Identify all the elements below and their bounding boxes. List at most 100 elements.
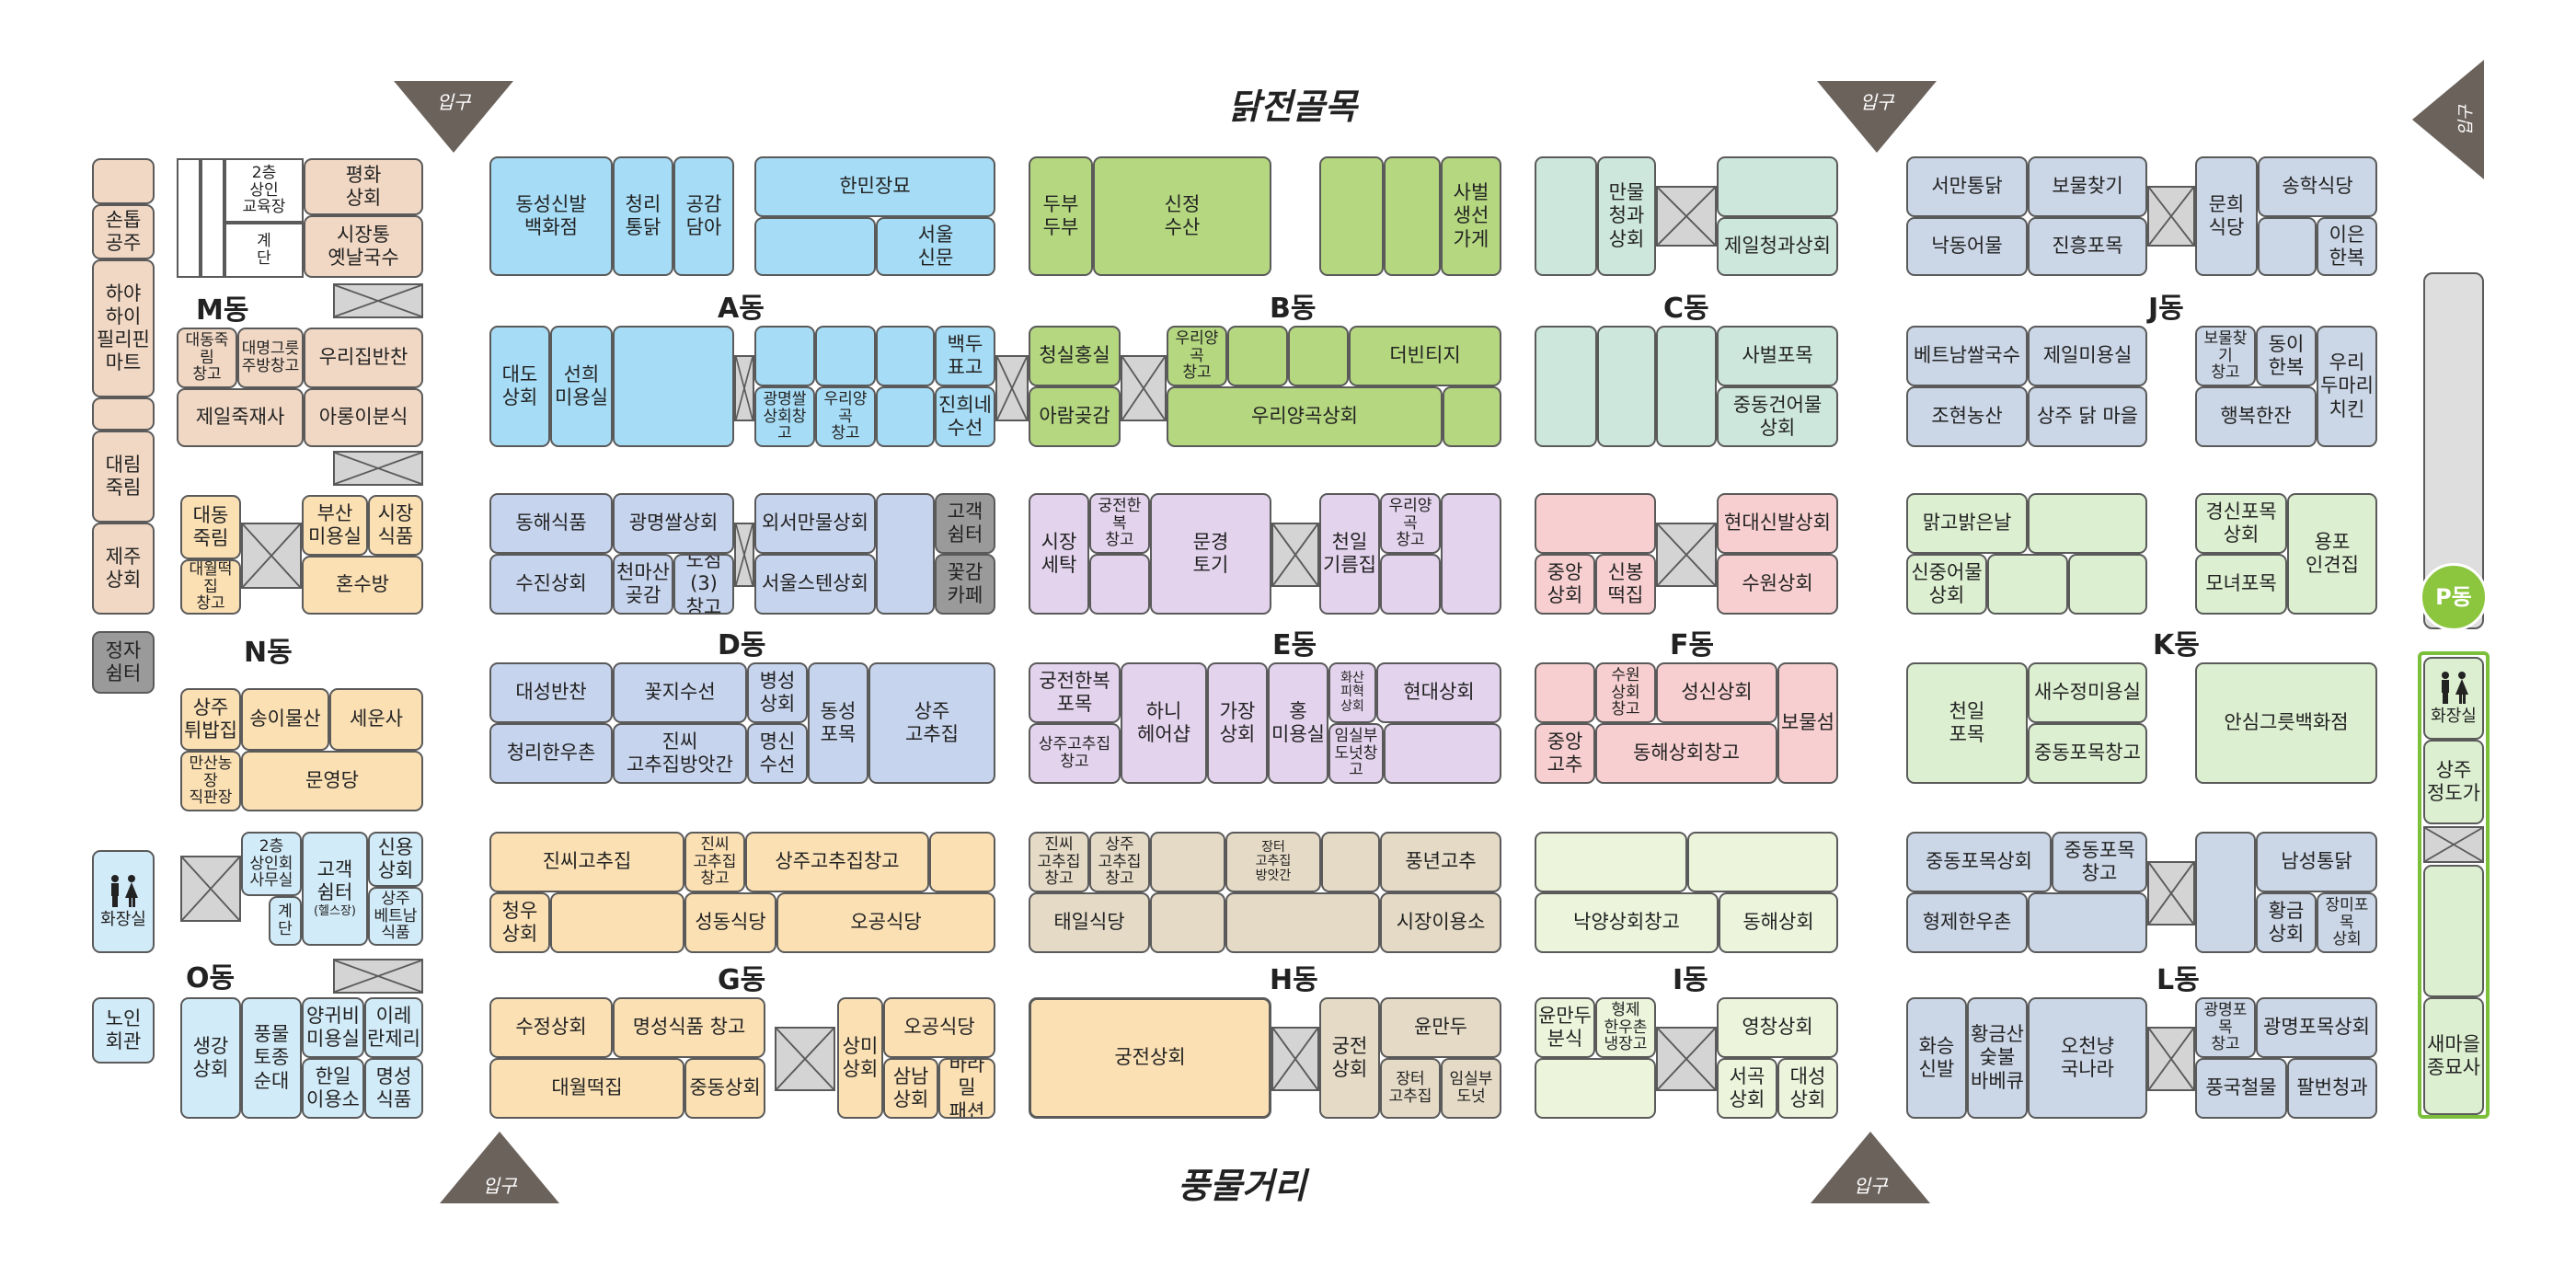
store[interactable]: 이레 란제리 bbox=[364, 997, 423, 1058]
store[interactable]: 우리양곡상회 bbox=[1167, 386, 1443, 447]
store[interactable] bbox=[2028, 493, 2147, 554]
store[interactable]: 우리양곡 창고 bbox=[815, 386, 876, 447]
store[interactable]: 수정상회 bbox=[489, 997, 613, 1058]
store[interactable]: 상주 고추집 창고 bbox=[1089, 832, 1150, 892]
store[interactable]: 문영당 bbox=[241, 751, 423, 811]
store[interactable]: 새마을 종묘사 bbox=[2423, 997, 2484, 1115]
store[interactable]: 천일 포목 bbox=[1906, 662, 2028, 784]
store[interactable]: 모녀포목 bbox=[2195, 554, 2287, 615]
store[interactable]: 보물찾기 창고 bbox=[2195, 326, 2256, 386]
store[interactable]: 문경 토기 bbox=[1150, 493, 1271, 615]
store[interactable]: 수원 상회 창고 bbox=[1595, 662, 1656, 723]
store[interactable]: 명성식품 창고 bbox=[613, 997, 765, 1058]
store[interactable]: 대도 상회 bbox=[489, 326, 550, 447]
store[interactable]: 삼남 상회 bbox=[883, 1058, 938, 1119]
store[interactable]: 새수정미용실 bbox=[2028, 662, 2147, 723]
store[interactable]: 상주 튀밥집 bbox=[180, 688, 241, 751]
store[interactable]: 중동포목 창고 bbox=[2052, 832, 2147, 892]
store[interactable]: 윤만두 bbox=[1380, 997, 1501, 1058]
store[interactable]: 공감 담아 bbox=[673, 156, 734, 276]
store[interactable]: 천일 기름집 bbox=[1319, 493, 1380, 615]
stairs[interactable]: 계 단 bbox=[269, 896, 302, 946]
store[interactable] bbox=[1687, 832, 1838, 892]
store[interactable]: 진씨 고추집방앗간 bbox=[613, 723, 747, 784]
store[interactable]: 2층 상인 교육장 bbox=[224, 158, 304, 223]
store[interactable]: 만산농장 직판장 bbox=[180, 751, 241, 811]
store[interactable]: 양귀비 미용실 bbox=[302, 997, 364, 1058]
store[interactable]: 베트남쌀국수 bbox=[1906, 326, 2028, 386]
store[interactable] bbox=[1319, 156, 1384, 276]
store[interactable]: 낙동어물 bbox=[1906, 217, 2028, 276]
store[interactable]: 장터 고추집 방앗간 bbox=[1225, 832, 1321, 892]
store[interactable]: 오공식당 bbox=[883, 997, 995, 1058]
rest-area[interactable]: 고객 쉼터 (헬스장) bbox=[302, 832, 368, 946]
store[interactable]: 상미 상회 bbox=[837, 997, 883, 1119]
store[interactable]: 시장 식품 bbox=[368, 495, 423, 556]
store[interactable]: 진씨 고추집 창고 bbox=[684, 832, 745, 892]
store[interactable]: 풍물 토종 순대 bbox=[241, 997, 302, 1119]
store[interactable]: 사벌포목 bbox=[1717, 326, 1838, 386]
store[interactable]: 오천냥 국나라 bbox=[2028, 997, 2147, 1119]
store[interactable]: 대월떡집 bbox=[489, 1058, 684, 1119]
store[interactable]: 청리 통닭 bbox=[613, 156, 673, 276]
store[interactable]: 제일미용실 bbox=[2028, 326, 2147, 386]
store[interactable]: 사벌 생선 가게 bbox=[1441, 156, 1501, 276]
store[interactable] bbox=[1384, 723, 1501, 784]
store[interactable]: 궁전한복 창고 bbox=[1089, 493, 1150, 554]
store[interactable]: 상주고추집 창고 bbox=[1029, 723, 1121, 784]
store[interactable] bbox=[1150, 832, 1225, 892]
store[interactable]: 선희 미용실 bbox=[550, 326, 613, 447]
store[interactable]: 혼수방 bbox=[302, 556, 423, 615]
store[interactable] bbox=[815, 326, 876, 386]
store[interactable]: 서울스텐상회 bbox=[754, 554, 876, 615]
store[interactable]: 궁전 상회 bbox=[1319, 997, 1380, 1119]
store[interactable] bbox=[2068, 554, 2147, 615]
store[interactable]: 노점(3) 창고 bbox=[673, 554, 734, 615]
store[interactable]: 중앙 고추 bbox=[1535, 723, 1595, 784]
store[interactable]: 상주 베트남 식품 bbox=[368, 887, 423, 946]
store[interactable]: 제일죽재사 bbox=[177, 388, 304, 447]
store[interactable] bbox=[2195, 832, 2256, 953]
store[interactable] bbox=[1089, 554, 1150, 615]
store[interactable] bbox=[1321, 832, 1380, 892]
store[interactable]: 동이 한복 bbox=[2256, 326, 2317, 386]
rest-area[interactable]: 정자 쉼터 bbox=[92, 631, 155, 694]
store[interactable] bbox=[1225, 892, 1380, 953]
store[interactable]: 남성통닭 bbox=[2256, 832, 2377, 892]
store[interactable]: 부산 미용실 bbox=[302, 495, 368, 556]
store[interactable] bbox=[876, 386, 935, 447]
store[interactable]: 세운사 bbox=[329, 688, 423, 751]
store[interactable]: 중동포목상회 bbox=[1906, 832, 2052, 892]
store[interactable]: 외서만물상회 bbox=[754, 493, 876, 554]
store[interactable]: 수진상회 bbox=[489, 554, 613, 615]
store[interactable] bbox=[2423, 865, 2484, 997]
store[interactable]: 광명포목상회 bbox=[2256, 997, 2377, 1058]
store[interactable]: 평화 상회 bbox=[304, 158, 423, 215]
store[interactable] bbox=[754, 326, 815, 386]
entrance-marker[interactable]: 입구 bbox=[440, 1130, 559, 1203]
store[interactable]: 우리양곡 창고 bbox=[1167, 326, 1227, 386]
store[interactable] bbox=[876, 493, 935, 615]
store[interactable]: 아람곶감 bbox=[1029, 386, 1121, 447]
store[interactable]: 진씨 고추집 창고 bbox=[1029, 832, 1089, 892]
store[interactable] bbox=[1656, 326, 1717, 447]
store[interactable]: 수원상회 bbox=[1717, 554, 1838, 615]
store[interactable]: 중앙 상회 bbox=[1535, 554, 1595, 615]
store[interactable]: 보물찾기 bbox=[2028, 156, 2147, 217]
store[interactable]: 명신 수선 bbox=[747, 723, 808, 784]
store[interactable]: 낙양상회창고 bbox=[1535, 892, 1719, 953]
store[interactable]: 광명쌀 상회창고 bbox=[754, 386, 815, 447]
store[interactable] bbox=[550, 892, 684, 953]
store[interactable]: 병성 상회 bbox=[747, 662, 808, 723]
store[interactable]: 제주 상회 bbox=[92, 523, 155, 615]
store[interactable] bbox=[1441, 493, 1501, 615]
store[interactable]: 황금 상회 bbox=[2256, 892, 2317, 953]
store[interactable]: 화산 피혁 상회 bbox=[1328, 662, 1376, 723]
store[interactable]: 대림 죽림 bbox=[92, 431, 155, 523]
entrance-marker[interactable]: 입구 bbox=[1817, 81, 1937, 155]
store[interactable]: 진흥포목 bbox=[2028, 217, 2147, 276]
store[interactable]: 시장통 옛날국수 bbox=[304, 215, 423, 278]
store[interactable]: 태일식당 bbox=[1029, 892, 1150, 953]
store[interactable] bbox=[1535, 662, 1595, 723]
store[interactable]: 광명쌀상회 bbox=[613, 493, 734, 554]
